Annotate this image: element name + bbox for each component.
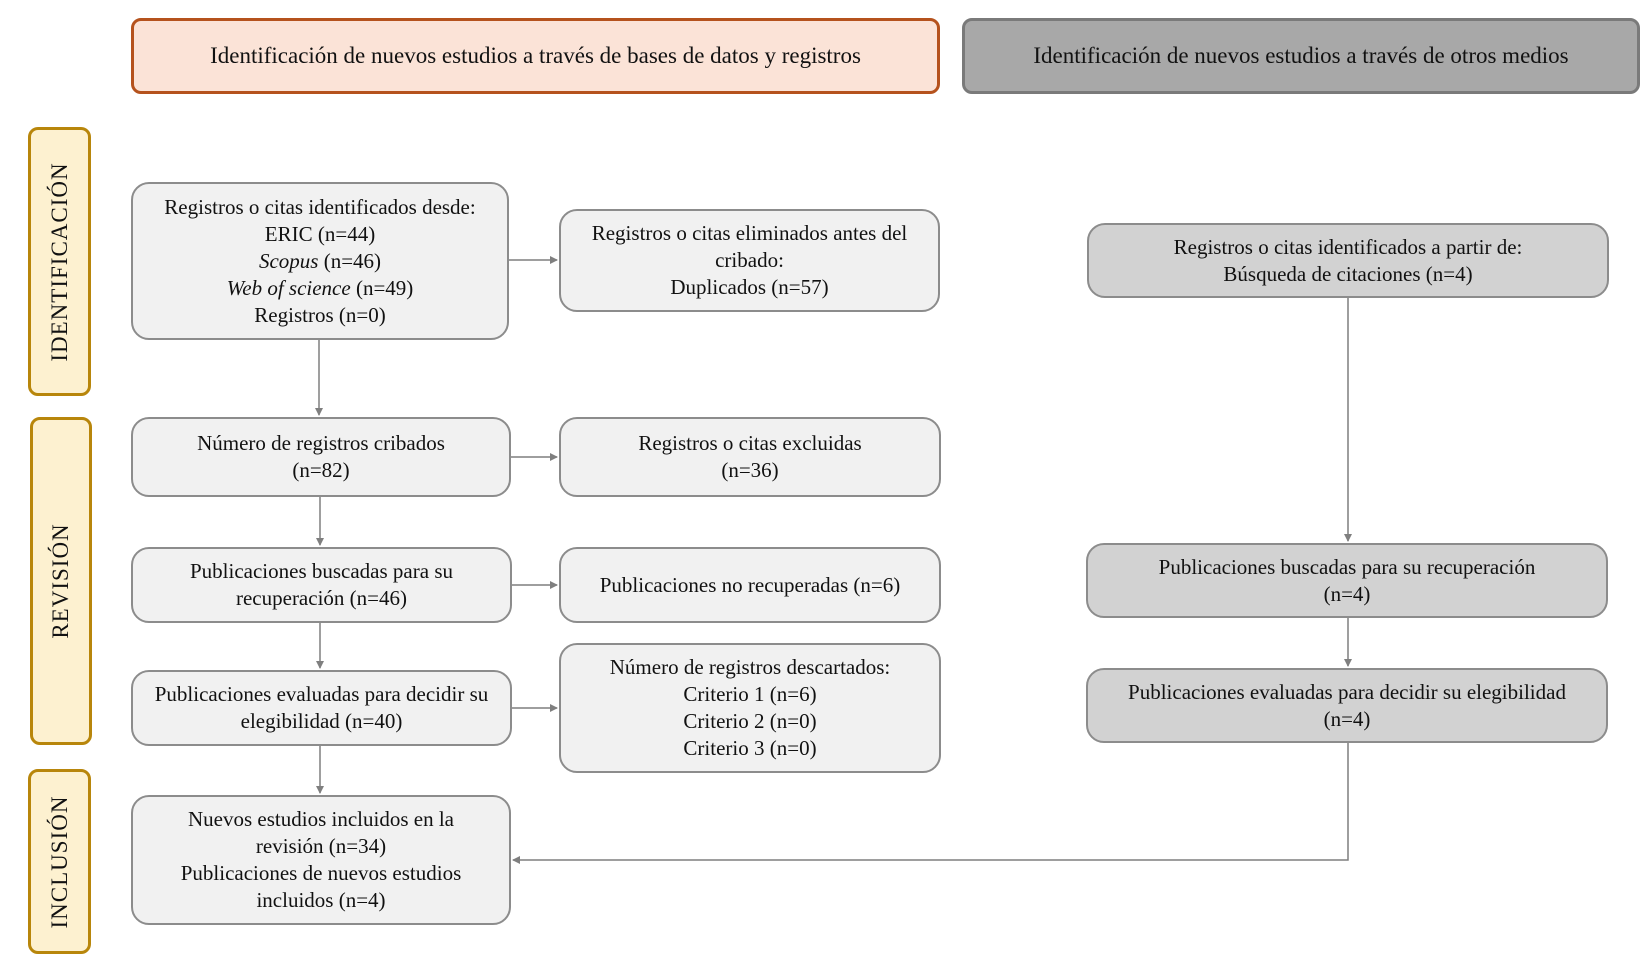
records-removed-line2: cribado: xyxy=(715,248,784,272)
box-reports-discarded: Número de registros descartados: Criteri… xyxy=(559,643,941,773)
box-other-assessed: Publicaciones evaluadas para decidir su … xyxy=(1086,668,1608,743)
scopus-name: Scopus xyxy=(258,248,319,273)
box-records-identified: Registros o citas identificados desde: E… xyxy=(131,182,509,340)
wos-name: Web of science xyxy=(226,275,351,300)
records-identified-title: Registros o citas identificados desde: xyxy=(164,194,476,219)
studies-included-line3: Publicaciones de nuevos estudios xyxy=(180,861,462,885)
records-screened-line1: Número de registros cribados xyxy=(197,431,445,455)
phase-inclusion: INCLUSIÓN xyxy=(28,769,91,954)
other-assessed-line2: (n=4) xyxy=(1323,706,1371,731)
reports-assessed-line1: Publicaciones evaluadas para decidir su xyxy=(154,682,489,706)
box-records-removed: Registros o citas eliminados antes del c… xyxy=(559,209,940,312)
records-excluded-line1: Registros o citas excluidas xyxy=(638,431,862,455)
reports-discarded-line2: Criterio 1 (n=6) xyxy=(683,682,817,706)
records-registros: Registros (n=0) xyxy=(254,302,386,327)
wos-count: (n=49) xyxy=(355,275,414,300)
box-studies-included: Nuevos estudios incluidos en la revisión… xyxy=(131,795,511,925)
box-other-sought: Publicaciones buscadas para su recuperac… xyxy=(1086,543,1608,618)
records-removed-line1: Registros o citas eliminados antes del xyxy=(591,221,908,245)
phase-review: REVISIÓN xyxy=(30,417,92,745)
box-records-screened: Número de registros cribados (n=82) xyxy=(131,417,511,497)
other-sought-line2: (n=4) xyxy=(1323,581,1371,606)
arrow-other-assessed-to-included xyxy=(512,743,1349,864)
reports-discarded-line1: Número de registros descartados: xyxy=(609,655,891,679)
box-other-identified: Registros o citas identificados a partir… xyxy=(1087,223,1609,298)
reports-not-retrieved-line1: Publicaciones no recuperadas (n=6) xyxy=(599,572,901,597)
reports-sought-line1: Publicaciones buscadas para su xyxy=(189,559,453,583)
other-identified-line1: Registros o citas identificados a partir… xyxy=(1173,234,1523,259)
studies-included-line1: Nuevos estudios incluidos en la xyxy=(188,807,454,831)
studies-included-line2: revisión (n=34) xyxy=(255,834,387,858)
reports-sought-line2: recuperación (n=46) xyxy=(235,586,407,610)
records-scopus: Scopus (n=46) xyxy=(259,248,381,275)
box-reports-sought: Publicaciones buscadas para su recuperac… xyxy=(131,547,512,623)
reports-assessed-line2: elegibilidad (n=40) xyxy=(240,709,403,733)
scopus-count: (n=46) xyxy=(323,248,382,273)
records-removed-line3: Duplicados (n=57) xyxy=(670,275,829,299)
records-excluded-line2: (n=36) xyxy=(721,458,779,482)
box-reports-assessed: Publicaciones evaluadas para decidir su … xyxy=(131,670,512,746)
header-other-methods: Identificación de nuevos estudios a trav… xyxy=(962,18,1640,94)
reports-discarded-line4: Criterio 3 (n=0) xyxy=(683,736,817,760)
other-assessed-line1: Publicaciones evaluadas para decidir su … xyxy=(1128,679,1566,704)
records-wos: Web of science (n=49) xyxy=(227,275,414,302)
studies-included-line4: incluidos (n=4) xyxy=(256,888,386,912)
records-eric: ERIC (n=44) xyxy=(264,221,376,246)
header-other-label: Identificación de nuevos estudios a trav… xyxy=(1033,43,1569,68)
records-screened-line2: (n=82) xyxy=(292,458,350,482)
box-records-excluded: Registros o citas excluidas (n=36) xyxy=(559,417,941,497)
reports-discarded-line3: Criterio 2 (n=0) xyxy=(683,709,817,733)
other-sought-line1: Publicaciones buscadas para su recuperac… xyxy=(1158,554,1536,579)
phase-identification: IDENTIFICACIÓN xyxy=(28,127,91,396)
header-databases: Identificación de nuevos estudios a trav… xyxy=(131,18,940,94)
box-reports-not-retrieved: Publicaciones no recuperadas (n=6) xyxy=(559,547,941,623)
header-databases-label: Identificación de nuevos estudios a trav… xyxy=(210,43,861,68)
other-identified-line2: Búsqueda de citaciones (n=4) xyxy=(1223,261,1473,286)
